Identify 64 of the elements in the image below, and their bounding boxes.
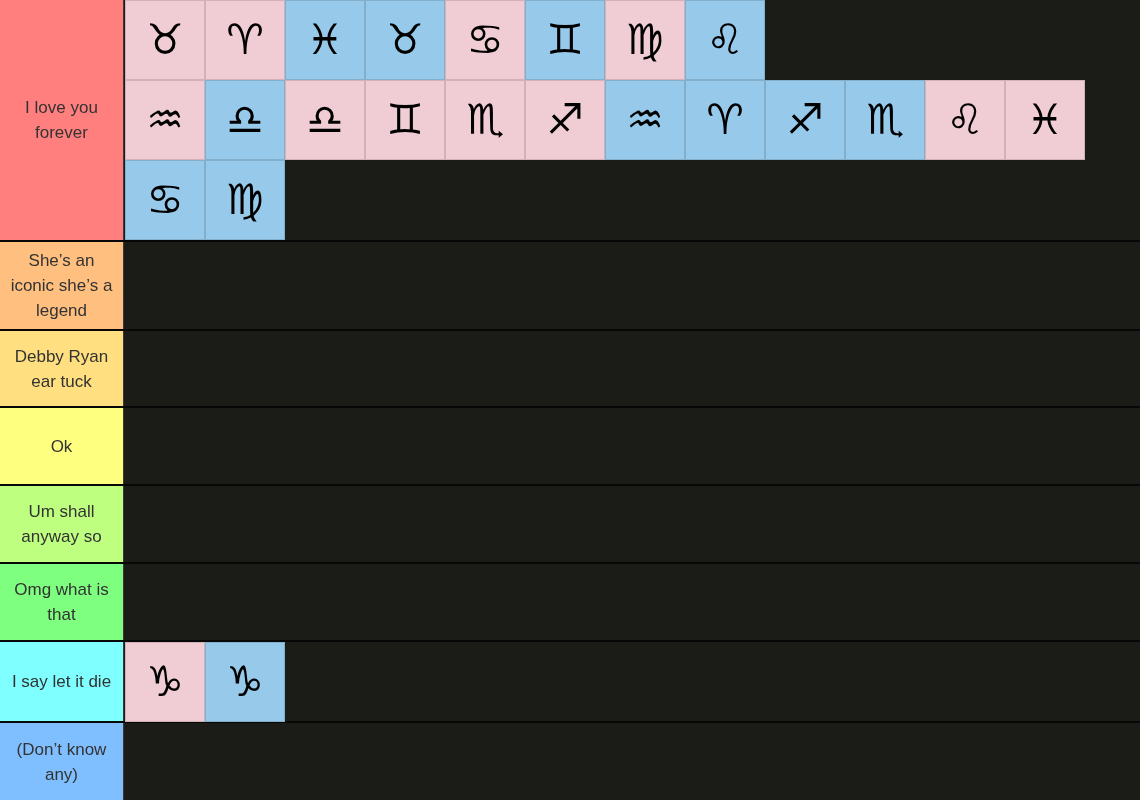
tier-label: Debby Ryan ear tuck (13, 345, 110, 393)
zodiac-tile (445, 80, 525, 160)
zodiac-tile (685, 80, 765, 160)
tier-row (0, 408, 1140, 484)
tier-label: Um shall anyway so (20, 501, 103, 548)
zodiac-symbol: ♑ (226, 661, 264, 703)
tier-label: Ok (50, 435, 73, 458)
tier-row (0, 564, 1140, 640)
tier-row (0, 242, 1140, 329)
zodiac-symbol: ♒ (626, 99, 664, 141)
zodiac-tile (845, 80, 925, 160)
zodiac-symbol: ♏ (866, 99, 904, 141)
tier-label: I love you forever (24, 97, 99, 144)
zodiac-symbol: ♎ (306, 99, 344, 141)
zodiac-symbol: ♎ (226, 99, 264, 141)
zodiac-tile (125, 160, 205, 240)
tier-label: Omg what is that (13, 579, 110, 626)
zodiac-symbol: ♐ (546, 99, 584, 141)
zodiac-symbol: ♓ (1026, 99, 1064, 141)
zodiac-symbol: ♍ (626, 19, 664, 61)
zodiac-symbol: ♋ (466, 19, 504, 61)
zodiac-symbol: ♉ (146, 19, 184, 61)
tier-row (0, 642, 1140, 721)
zodiac-symbol: ♊ (386, 99, 424, 141)
zodiac-symbol: ♌ (946, 99, 984, 141)
zodiac-tile (445, 0, 525, 80)
tier-row (0, 723, 1140, 800)
zodiac-tile (205, 642, 285, 722)
zodiac-symbol: ♍ (226, 179, 264, 221)
zodiac-tile (125, 0, 205, 80)
zodiac-symbol: ♋ (146, 179, 184, 221)
zodiac-symbol: ♒ (146, 99, 184, 141)
zodiac-tile (285, 80, 365, 160)
zodiac-symbol: ♉ (386, 19, 424, 61)
zodiac-tile (285, 0, 365, 80)
zodiac-symbol: ♊ (546, 19, 584, 61)
tier-row (0, 0, 1140, 240)
zodiac-tile (205, 160, 285, 240)
zodiac-symbol: ♌ (706, 19, 744, 61)
zodiac-tile (925, 80, 1005, 160)
zodiac-tile (605, 80, 685, 160)
zodiac-tile (685, 0, 765, 80)
zodiac-symbol: ♐ (786, 99, 824, 141)
tier-label: I say let it die (11, 671, 112, 693)
zodiac-tile (205, 80, 285, 160)
zodiac-tile (525, 80, 605, 160)
zodiac-tile (1005, 80, 1085, 160)
zodiac-tile (605, 0, 685, 80)
zodiac-tile (365, 0, 445, 80)
zodiac-tile (765, 80, 845, 160)
zodiac-tile (525, 0, 605, 80)
tier-label: (Don’t know any) (15, 738, 108, 786)
zodiac-symbol: ♓ (306, 19, 344, 61)
tier-row (0, 486, 1140, 562)
zodiac-tile (125, 80, 205, 160)
tier-label: She’s an iconic she’s a legend (9, 250, 114, 322)
zodiac-tile (365, 80, 445, 160)
zodiac-symbol: ♏ (466, 99, 504, 141)
tier-row (0, 331, 1140, 406)
zodiac-tile (125, 642, 205, 722)
zodiac-tile (205, 0, 285, 80)
zodiac-symbol: ♈ (226, 19, 264, 61)
zodiac-symbol: ♈ (706, 99, 744, 141)
zodiac-symbol: ♑ (146, 661, 184, 703)
